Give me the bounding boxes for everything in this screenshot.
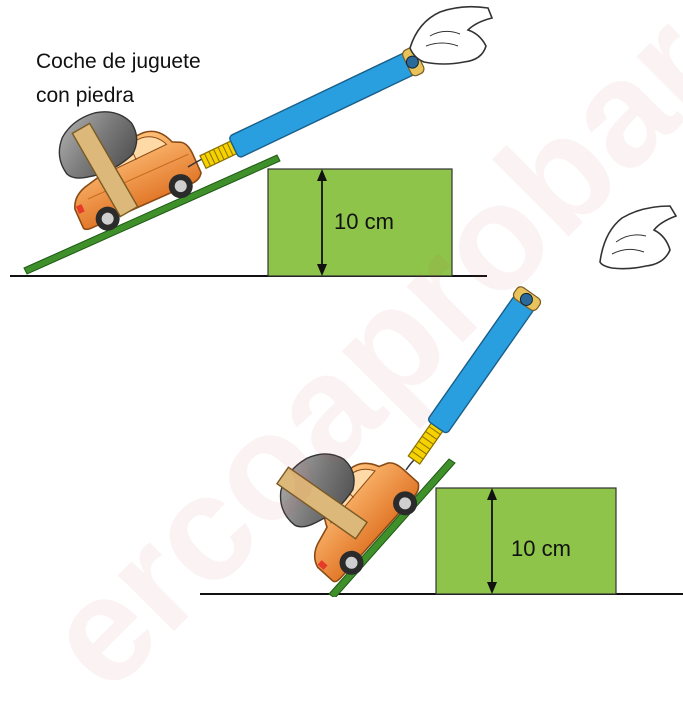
car-label-line1: Coche de juguete xyxy=(36,50,201,73)
height-label-bottom: 10 cm xyxy=(511,536,571,561)
bottom-scene xyxy=(200,205,683,599)
box-top xyxy=(267,168,453,277)
hand-icon-bottom xyxy=(599,205,678,270)
height-arrow-bottom-head-up xyxy=(487,488,497,500)
height-arrow-top-head-down xyxy=(317,264,327,276)
hook-bottom xyxy=(405,459,415,471)
box-bottom xyxy=(435,487,617,595)
dynamometer-icon-bottom xyxy=(407,286,542,465)
top-scene xyxy=(10,5,494,277)
height-label-top: 10 cm xyxy=(334,209,394,234)
diagram-canvas: ercoaprobar.es Coche de juguete con pied… xyxy=(10,0,683,720)
wood-board-top xyxy=(71,122,139,218)
hand-icon xyxy=(409,5,494,65)
diagram-svg xyxy=(10,5,683,599)
wood-board-bottom xyxy=(275,466,369,540)
ramp-top xyxy=(23,154,281,275)
height-arrow-bottom-head-down xyxy=(487,582,497,594)
car-label-line2: con piedra xyxy=(36,84,135,107)
height-arrow-top-head-up xyxy=(317,169,327,181)
dynamometer-icon xyxy=(199,47,425,170)
